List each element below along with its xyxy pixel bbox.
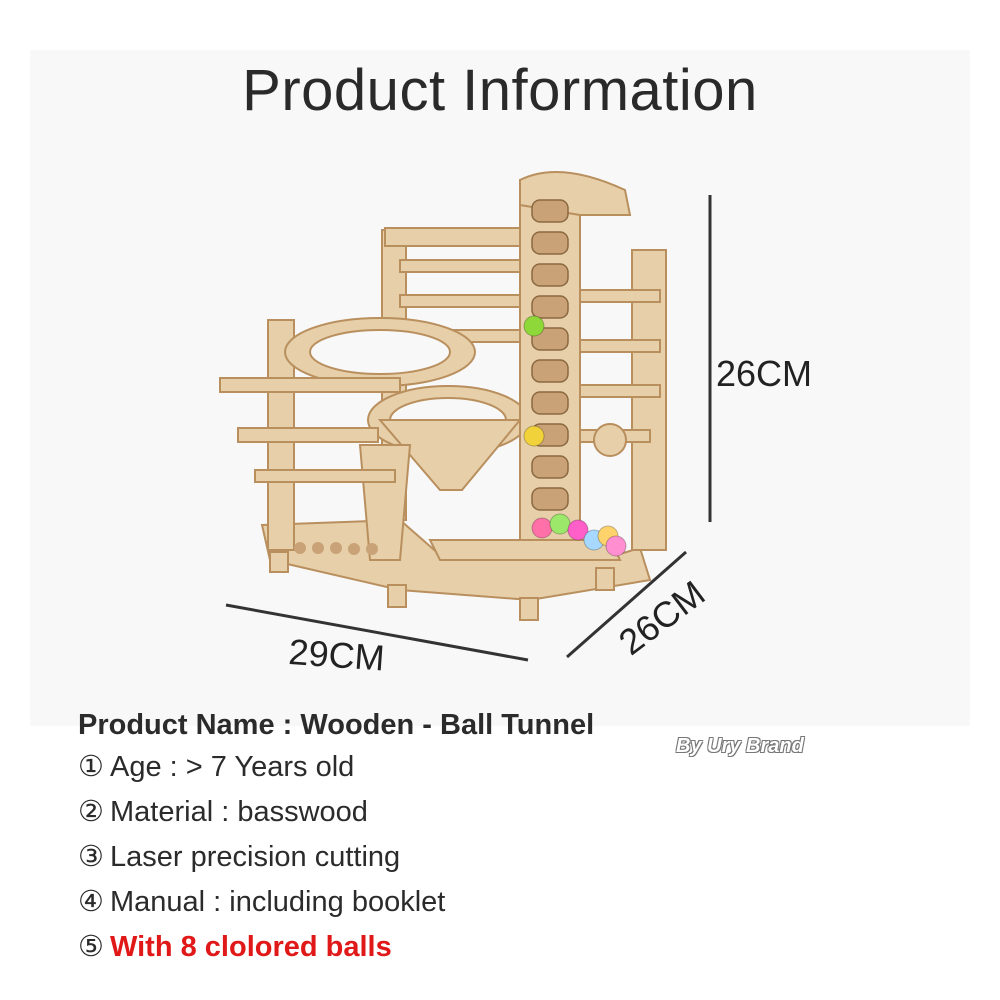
chain-link [531, 391, 569, 415]
colored-ball [523, 425, 545, 447]
back-frame-top [384, 227, 536, 247]
back-rail-2 [399, 294, 536, 308]
feature-text: Material : basswood [110, 796, 368, 828]
right-rail-3 [579, 384, 661, 398]
width-dimension-line [225, 603, 529, 662]
right-rail-2 [579, 339, 661, 353]
width-dimension-label: 29CM [287, 631, 387, 679]
chain-link [531, 295, 569, 319]
product-image-panel [30, 50, 970, 726]
feature-number: ① [78, 751, 104, 783]
center-support [358, 444, 412, 561]
right-rail-1 [579, 289, 661, 303]
depth-dimension-line [566, 550, 687, 659]
colored-ball [605, 535, 627, 557]
chain-link [531, 487, 569, 511]
product-name-row: Product Name : Wooden - Ball Tunnel [78, 705, 678, 745]
foot [269, 551, 289, 573]
feature-text: Laser precision cutting [110, 841, 401, 873]
back-rail-1 [399, 259, 536, 273]
product-name-label: Product Name [78, 709, 275, 741]
chain-link [531, 263, 569, 287]
foot [519, 597, 539, 621]
colored-ball [523, 315, 545, 337]
left-tier-2 [237, 427, 379, 443]
feature-number: ③ [78, 841, 104, 873]
colored-ball [567, 519, 589, 541]
feature-number: ⑤ [78, 931, 104, 963]
chain-link [531, 455, 569, 479]
chain-link [531, 231, 569, 255]
page-title: Product Information [242, 58, 758, 123]
lower-return-track [428, 539, 622, 561]
chain-link [531, 327, 569, 351]
feature-text: Manual : including booklet [110, 886, 446, 918]
foot [387, 584, 407, 608]
height-dimension-label: 26CM [716, 353, 813, 394]
feature-text: Age : > 7 Years old [110, 751, 355, 783]
feature-number: ④ [78, 886, 104, 918]
chain-link [531, 359, 569, 383]
left-tier-1 [219, 377, 401, 393]
crank-gear [593, 423, 627, 457]
colored-balls [523, 315, 627, 557]
colored-ball [531, 517, 553, 539]
feature-number: ② [78, 796, 104, 828]
left-tier-3 [254, 469, 396, 483]
feature-text: With 8 clolored balls [110, 931, 392, 963]
colored-ball [549, 513, 571, 535]
brand-watermark: By Ury Brand [676, 735, 804, 757]
product-name-value: Wooden - Ball Tunnel [300, 709, 595, 741]
foot [595, 567, 615, 591]
funnel-cone [377, 419, 523, 491]
chain-link [531, 199, 569, 223]
product-name-separator: : [274, 709, 301, 741]
